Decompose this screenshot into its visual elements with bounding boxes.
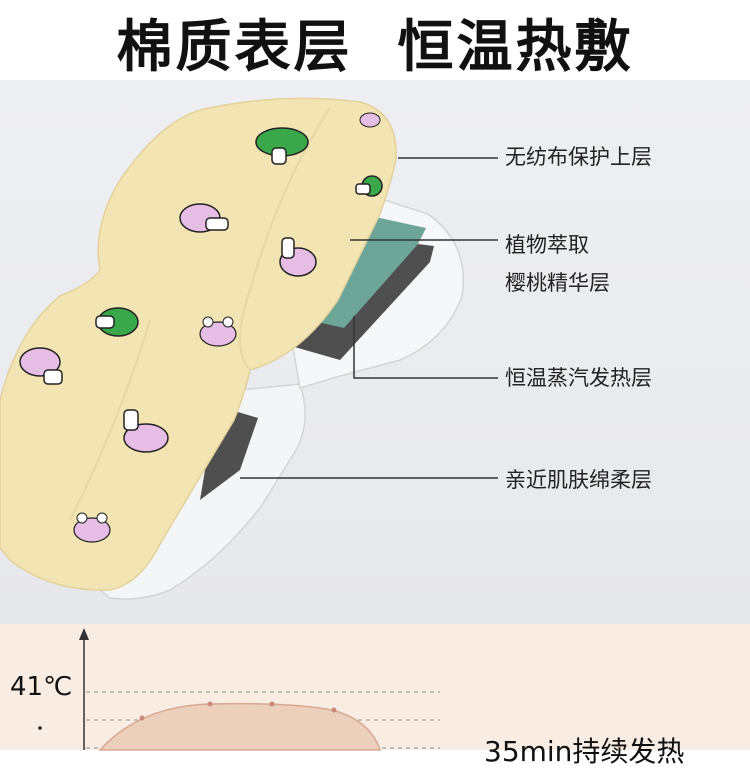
leader-line-heat <box>353 316 498 379</box>
cow-doodle-icon <box>199 316 237 347</box>
layer-label-skin: 亲近肌肤绵柔层 <box>505 468 652 492</box>
layer-label-cherry: 樱桃精华层 <box>505 271 610 295</box>
mushroom-icon <box>95 307 139 337</box>
heat-duration-caption: 35min持续发热 <box>484 735 685 768</box>
headline-band: 棉质表层 恒温热敷 <box>0 0 750 80</box>
headline-right: 恒温热敷 <box>397 15 634 80</box>
temperature-curve <box>98 702 382 751</box>
curve-point <box>207 701 213 707</box>
curve-point <box>139 715 145 721</box>
curve-point <box>331 707 337 713</box>
headline: 棉质表层 恒温热敷 <box>0 2 750 83</box>
heat-layer-lower <box>200 412 258 500</box>
fabric-seam-lower <box>69 319 151 521</box>
layer-label-herbal: 植物萃取 <box>505 233 589 257</box>
curve-point <box>269 701 275 707</box>
fabric-top-layer <box>0 97 397 591</box>
layer-label-heat: 恒温蒸汽发热层 <box>505 366 652 390</box>
eye-mask-layer-illustration <box>0 97 498 600</box>
temperature-chart <box>38 628 440 751</box>
axis-dot <box>38 726 42 730</box>
mushroom-icon <box>19 347 63 385</box>
temperature-axis-label: 41℃ <box>10 672 73 702</box>
layer-label-top: 无纺布保护上层 <box>505 145 652 169</box>
cow-doodle-icon <box>359 112 381 128</box>
mushroom-icon <box>279 237 317 277</box>
y-axis-arrow <box>79 628 89 640</box>
headline-left: 棉质表层 <box>116 15 353 80</box>
mushroom-icon <box>179 203 229 233</box>
mushroom-icon <box>255 127 309 165</box>
cow-doodle-icon <box>73 512 111 543</box>
mushroom-icon <box>355 175 383 197</box>
mushroom-icon <box>123 409 169 453</box>
